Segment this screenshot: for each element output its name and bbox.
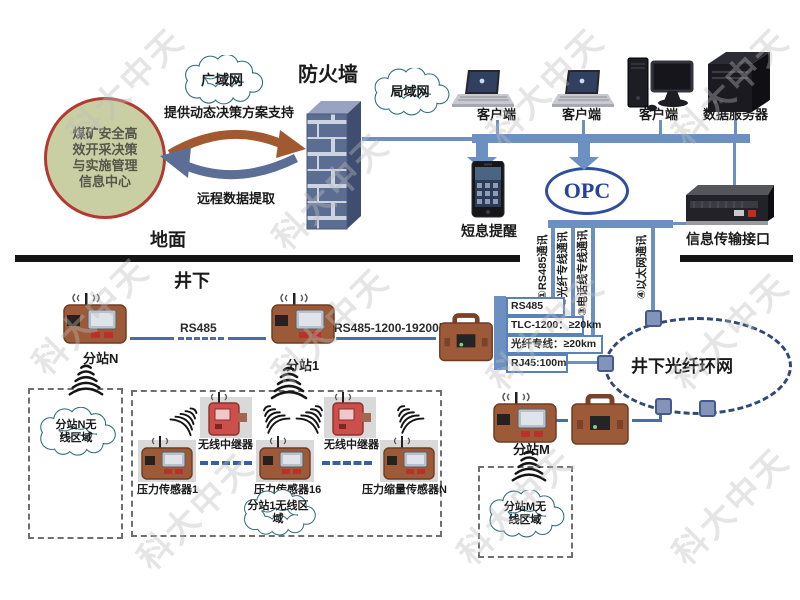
sensor-label: 压力传感器1 xyxy=(137,484,199,496)
rs485-speed-label: RS485-1200-19200bps xyxy=(334,321,461,335)
underground-label: 井下 xyxy=(174,271,210,291)
comm-line-4 xyxy=(651,228,655,314)
down-arrow-icon xyxy=(569,143,599,170)
rs485-link-line xyxy=(130,337,174,340)
ground-label: 地面 xyxy=(150,230,186,250)
lan-cloud: 局域网 xyxy=(366,68,454,116)
interface-device-icon xyxy=(684,183,776,227)
comm-line-2 xyxy=(571,228,575,319)
interface-drop-line xyxy=(733,143,736,185)
spec-box: TLC-1200：≥20km xyxy=(506,316,601,335)
rj45-link-line xyxy=(564,361,602,364)
repeater-label: 无线中继器 xyxy=(198,439,253,451)
spec-bar xyxy=(494,296,506,370)
switch-ring-link xyxy=(632,419,660,422)
switch-ring-link-v xyxy=(659,409,662,422)
transmission-device-icon xyxy=(436,312,496,364)
station-device-icon xyxy=(488,390,560,444)
lan-cloud-label: 局域网 xyxy=(390,84,430,100)
client-label: 客户端 xyxy=(639,107,679,122)
watermark: 科大中天 xyxy=(665,441,798,573)
rs485-link-label: RS485 xyxy=(180,321,217,335)
client1-stub xyxy=(496,120,499,135)
comm-line-3 xyxy=(591,228,595,337)
sensor-dashes xyxy=(322,461,372,465)
zone-m-label: 线区域 xyxy=(508,514,542,526)
info-center-line: 与实施管理 xyxy=(72,158,138,173)
zone-n-label: 线区域 xyxy=(59,432,93,444)
info-center-circle: 煤矿安全高 效开采决策 与实施管理 信息中心 xyxy=(44,97,166,219)
opc-ellipse: OPC xyxy=(545,167,629,215)
comm-line-label: ④以太网通讯 xyxy=(636,234,648,300)
zone-n-cloud: 分站N无 线区域 xyxy=(34,407,118,457)
station-m-label: 分站M xyxy=(513,442,550,457)
bus-line xyxy=(362,137,474,141)
rs485-link-line xyxy=(228,337,266,340)
sms-label: 短息提醒 xyxy=(461,223,517,239)
rs485-link-dashes xyxy=(178,337,224,340)
firewall-icon xyxy=(303,90,365,238)
ring-label: 井下光纤环网 xyxy=(631,357,733,376)
firewall-label: 防火墙 xyxy=(298,64,358,86)
zone-1-label: 分站1无线区 xyxy=(247,499,309,512)
info-center-line: 煤矿安全高 xyxy=(72,126,138,141)
info-center-line: 信息中心 xyxy=(78,174,131,189)
spec-box: RJ45:100m xyxy=(506,354,568,373)
repeater-device-icon xyxy=(200,392,252,438)
zone-m-label: 分站M无 xyxy=(503,500,547,513)
station-n-label: 分站N xyxy=(83,351,119,366)
wan-cloud-label: 广域网 xyxy=(201,71,243,88)
spec-box: RS485 xyxy=(506,297,565,316)
signal-waves-icon xyxy=(506,448,552,486)
opc-label: OPC xyxy=(563,178,611,203)
divider-line xyxy=(680,255,793,262)
zone-m-cloud: 分站M无 线区域 xyxy=(483,490,567,538)
laptop-icon xyxy=(452,68,514,112)
comm-line-1 xyxy=(551,228,555,302)
sensor-device-icon xyxy=(138,436,196,482)
client-label: 客户端 xyxy=(477,107,517,122)
zone-n-label: 分站N无 xyxy=(55,418,97,431)
zone-m-box xyxy=(478,466,573,558)
server-stub xyxy=(734,120,737,135)
ring-node xyxy=(699,400,716,417)
sensor-label: 压力缩量传感器N xyxy=(362,484,447,496)
sensor-device-icon xyxy=(380,436,438,482)
wan-cloud: 广域网 xyxy=(172,55,272,105)
repeater-label: 无线中继器 xyxy=(324,439,379,451)
bus-bar xyxy=(472,134,750,143)
remote-extract-label: 远程数据提取 xyxy=(197,191,276,206)
desktop-icon xyxy=(626,56,698,114)
client2-stub xyxy=(582,120,585,135)
divider-line xyxy=(15,255,520,262)
opc-bar xyxy=(548,220,673,228)
provide-support-label: 提供动态决策方案支持 xyxy=(164,105,295,120)
interface-label: 信息传输接口 xyxy=(686,231,770,247)
cycle-arrows-icon xyxy=(160,129,306,180)
sensor-device-icon xyxy=(256,436,314,482)
ring-node xyxy=(597,355,614,372)
station-m-link xyxy=(552,419,568,422)
client3-stub xyxy=(659,120,662,135)
laptop-icon xyxy=(552,68,614,112)
client-label: 客户端 xyxy=(562,107,602,122)
ring-node xyxy=(655,398,672,415)
switch-device-icon xyxy=(568,394,632,446)
sensor-dashes xyxy=(200,461,252,465)
zone-n-box xyxy=(28,388,123,539)
station-device-icon xyxy=(58,291,130,345)
station-device-icon xyxy=(266,291,338,345)
info-center-line: 效开采决策 xyxy=(72,142,138,157)
signal-waves-icon xyxy=(64,362,108,400)
opc-interface-link xyxy=(670,222,686,225)
spec-box: 光纤专线：≥20km xyxy=(506,335,603,354)
zone-1-label: 域 xyxy=(272,513,284,525)
zone-1-cloud: 分站1无线区 域 xyxy=(224,490,332,536)
rs485-speed-line xyxy=(336,337,436,340)
ring-node xyxy=(645,310,662,327)
server-icon xyxy=(700,50,774,114)
comm-line-label: ③电话线专线通讯 xyxy=(577,229,589,317)
phone-icon xyxy=(464,161,512,219)
